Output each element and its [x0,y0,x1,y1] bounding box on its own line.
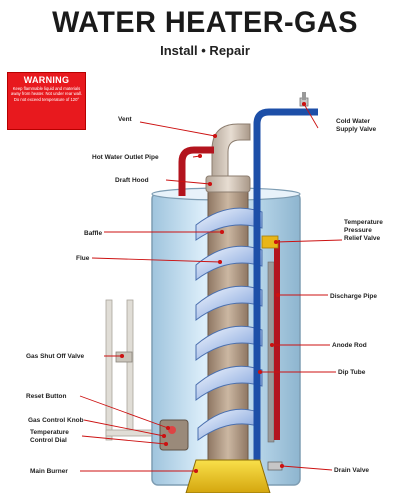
label-main-burner: Main Burner [30,468,68,475]
baffle-swirls [195,207,263,441]
gas-supply-pipe [105,299,159,441]
warning-title: WARNING [23,75,70,85]
drain-valve-shape [267,461,283,471]
label-hot-water-outlet: Hot Water Outlet Pipe [92,154,159,161]
label-reset-button: Reset Button [26,393,66,400]
label-baffle: Baffle [84,230,102,237]
page-subtitle: Install • Repair [160,43,250,58]
label-discharge-pipe: Discharge Pipe [330,293,377,300]
cold-water-pipe [253,108,318,470]
warning-sticker: WARNING Keep flammable liquid and materi… [7,72,86,130]
discharge-pipe-shape [274,240,280,440]
hot-water-pipe [178,146,214,196]
label-cold-water-1: Cold Water [336,118,371,125]
warning-body: Keep flammable liquid and materials away… [11,86,82,102]
anode-rod-shape [267,261,275,443]
label-tp-1: Temperature [344,219,383,226]
label-drain-valve: Drain Valve [334,467,369,474]
label-draft-hood: Draft Hood [115,177,149,184]
label-cold-water-2: Supply Valve [336,126,376,133]
vent-pipe [205,123,251,193]
gas-shutoff-valve-shape [115,351,133,363]
label-dip-tube: Dip Tube [338,369,366,376]
leader-lines [79,101,343,474]
label-gas-shutoff: Gas Shut Off Valve [26,353,85,360]
label-gas-control-knob: Gas Control Knob [28,417,84,424]
label-temp-control-2: Control Dial [30,437,67,444]
main-burner-shape [185,459,271,493]
label-tp-2: Pressure [344,227,372,234]
label-tp-3: Relief Valve [344,235,381,242]
label-anode-rod: Anode Rod [332,342,367,349]
page-title: WATER HEATER-GAS [52,6,358,39]
label-vent: Vent [118,116,133,123]
label-temp-control-1: Temperature [30,429,69,436]
draft-hood-shape [205,175,251,193]
label-flue: Flue [76,255,90,262]
